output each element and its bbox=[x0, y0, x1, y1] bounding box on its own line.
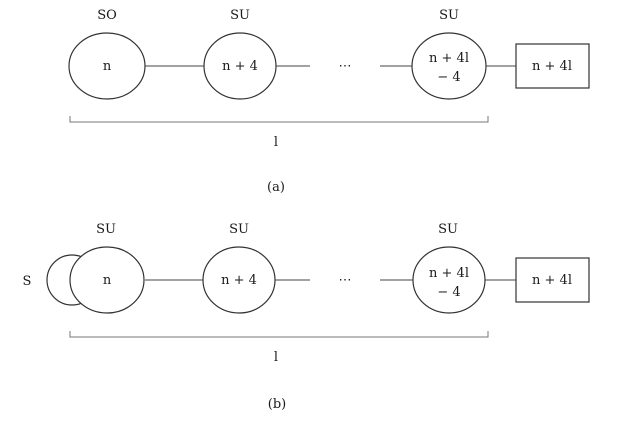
node-b-1-text: n bbox=[103, 273, 112, 288]
node-a-2 bbox=[203, 32, 277, 100]
node-b-3-line2: − 4 bbox=[437, 285, 460, 300]
brace-b bbox=[69, 331, 489, 338]
node-b-2-top-label: SU bbox=[229, 222, 249, 237]
brace-a bbox=[69, 116, 489, 123]
node-a-1 bbox=[68, 32, 146, 100]
end-box-b-text: n + 4l bbox=[532, 273, 572, 288]
end-box-a-text: n + 4l bbox=[532, 59, 572, 74]
panel-a: SO n SU n + 4 ⋯ SU n + 4l − 4 n + 4l l (… bbox=[68, 8, 590, 195]
node-b-1 bbox=[69, 246, 145, 314]
self-loop-label: S bbox=[23, 274, 32, 289]
node-b-1-top-label: SU bbox=[96, 222, 116, 237]
node-a-1-text: n bbox=[103, 59, 112, 74]
node-b-2 bbox=[202, 246, 276, 314]
node-b-3-top-label: SU bbox=[438, 222, 458, 237]
caption-b: (b) bbox=[268, 397, 286, 412]
node-a-3-line1: n + 4l bbox=[429, 51, 469, 66]
end-box-b bbox=[515, 257, 590, 303]
node-a-1-top-label: SO bbox=[97, 8, 117, 23]
brace-a-label: l bbox=[274, 135, 278, 150]
node-a-2-top-label: SU bbox=[230, 8, 250, 23]
node-a-3-line2: − 4 bbox=[437, 70, 460, 85]
end-box-a bbox=[515, 43, 590, 89]
brace-b-label: l bbox=[274, 350, 278, 365]
node-a-3-top-label: SU bbox=[439, 8, 459, 23]
ellipsis-a: ⋯ bbox=[339, 59, 352, 74]
node-b-2-text: n + 4 bbox=[221, 273, 257, 288]
node-a-2-text: n + 4 bbox=[222, 59, 258, 74]
panel-b: S SU n SU n + 4 ⋯ SU n + 4l − 4 n + 4l l… bbox=[23, 222, 590, 412]
caption-a: (a) bbox=[267, 180, 285, 195]
node-b-3 bbox=[412, 246, 486, 314]
node-a-3 bbox=[411, 32, 487, 100]
node-b-3-line1: n + 4l bbox=[429, 266, 469, 281]
ellipsis-b: ⋯ bbox=[339, 273, 352, 288]
